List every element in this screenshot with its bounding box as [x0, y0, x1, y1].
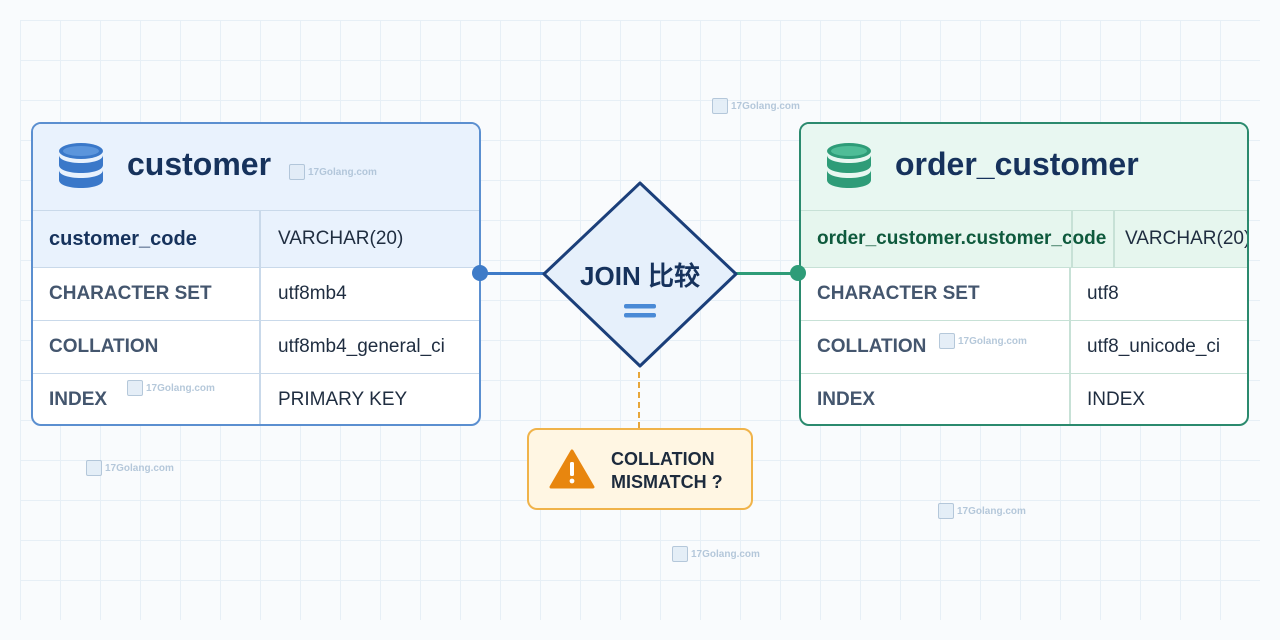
column-divider — [1069, 268, 1071, 320]
warning-connector — [638, 372, 640, 428]
property-label: CHARACTER SET — [817, 283, 980, 304]
column-divider — [259, 374, 261, 424]
warning-text: COLLATION MISMATCH ? — [611, 448, 723, 494]
watermark: 17Golang.com — [712, 98, 800, 114]
warning-line-1: COLLATION — [611, 449, 715, 469]
property-value: utf8 — [1087, 283, 1119, 304]
key-field-type: VARCHAR(20) — [278, 228, 404, 249]
key-field-row: customer_code VARCHAR(20) — [33, 210, 479, 267]
equals-symbol — [624, 304, 656, 309]
table-title: order_customer — [895, 146, 1139, 182]
collation-row: COLLATION utf8_unicode_ci 17Golang.com — [801, 320, 1247, 373]
warning-line-2: MISMATCH ? — [611, 472, 723, 492]
table-header: order_customer — [801, 124, 1247, 210]
column-divider — [1071, 211, 1073, 267]
property-value: utf8mb4 — [278, 283, 347, 304]
property-label: CHARACTER SET — [49, 283, 212, 304]
order-customer-table-card: order_customer order_customer.customer_c… — [799, 122, 1249, 426]
property-label: COLLATION — [49, 336, 159, 357]
column-divider — [259, 211, 261, 267]
watermark: 17Golang.com — [127, 380, 215, 396]
column-divider — [1069, 321, 1071, 373]
collation-warning-box: COLLATION MISMATCH ? — [527, 428, 753, 510]
watermark: 17Golang.com — [86, 460, 174, 476]
watermark: 17Golang.com — [672, 546, 760, 562]
watermark: 17Golang.com — [939, 333, 1027, 349]
customer-table-card: customer 17Golang.com customer_code VARC… — [31, 122, 481, 426]
warning-icon — [549, 449, 595, 489]
column-divider — [259, 268, 261, 320]
database-icon — [827, 143, 871, 188]
join-diamond — [542, 181, 738, 368]
index-row: INDEX PRIMARY KEY 17Golang.com — [33, 373, 479, 424]
right-connector-dot — [790, 265, 806, 281]
charset-row: CHARACTER SET utf8mb4 — [33, 267, 479, 320]
property-label: COLLATION — [817, 336, 927, 357]
table-header: customer 17Golang.com — [33, 124, 479, 210]
left-connector-line — [481, 272, 547, 275]
property-label: INDEX — [49, 389, 108, 410]
key-field-name: customer_code — [49, 228, 197, 250]
charset-row: CHARACTER SET utf8 — [801, 267, 1247, 320]
watermark: 17Golang.com — [289, 164, 377, 180]
key-field-name: order_customer.customer_code — [817, 228, 1107, 249]
table-title: customer — [127, 146, 272, 182]
key-field-row: order_customer.customer_code VARCHAR(20) — [801, 210, 1247, 267]
column-divider — [259, 321, 261, 373]
property-label: INDEX — [817, 389, 876, 410]
index-row: INDEX INDEX — [801, 373, 1247, 424]
join-label: JOIN 比较 — [580, 261, 700, 291]
property-value: PRIMARY KEY — [278, 389, 408, 410]
key-field-type: VARCHAR(20) — [1125, 228, 1249, 249]
collation-row: COLLATION utf8mb4_general_ci — [33, 320, 479, 373]
column-divider — [1113, 211, 1115, 267]
left-connector-dot — [472, 265, 488, 281]
watermark: 17Golang.com — [938, 503, 1026, 519]
right-connector-line — [733, 272, 799, 275]
property-value: utf8mb4_general_ci — [278, 336, 445, 357]
property-value: utf8_unicode_ci — [1087, 336, 1221, 357]
property-value: INDEX — [1087, 389, 1146, 410]
column-divider — [1069, 374, 1071, 424]
database-icon — [59, 143, 103, 188]
